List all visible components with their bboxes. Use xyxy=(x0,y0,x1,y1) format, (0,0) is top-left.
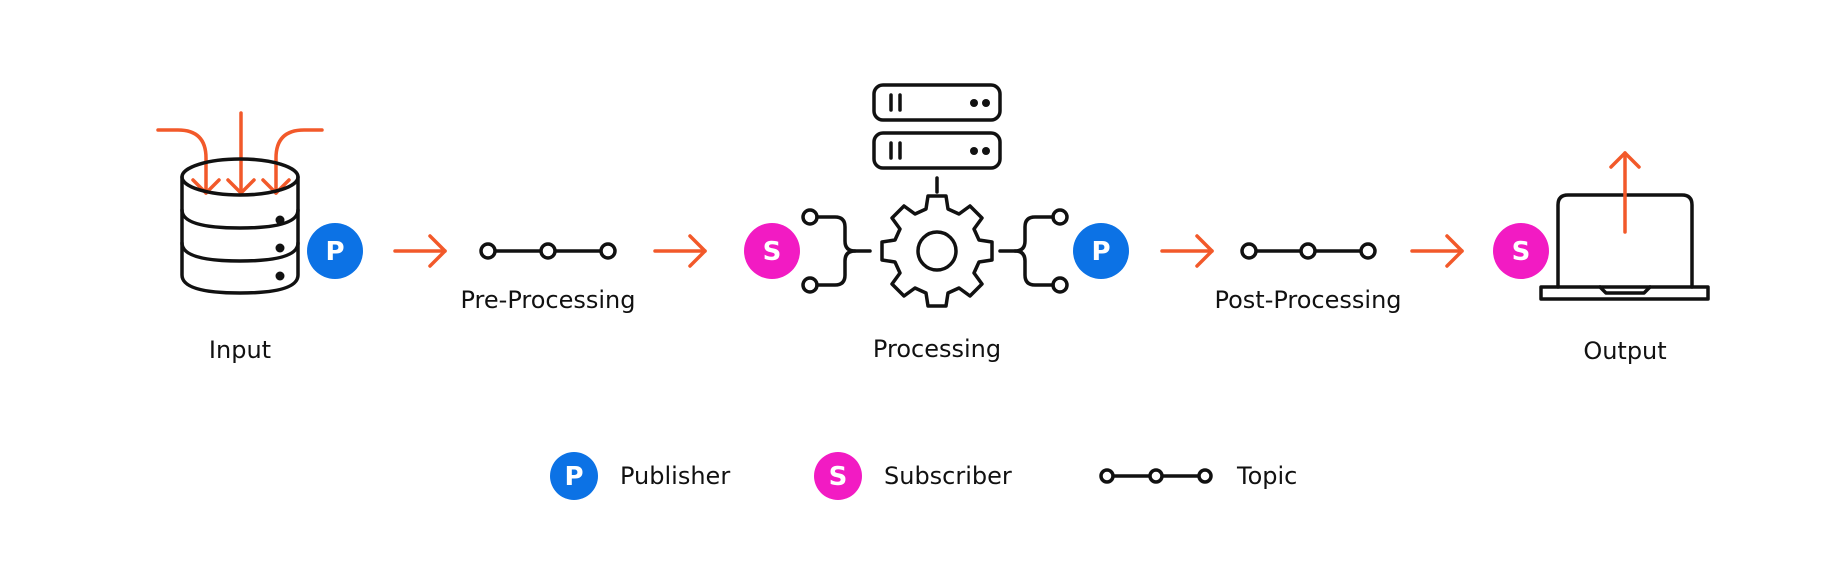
topic-icon xyxy=(1240,242,1377,260)
subscriber-badge-circle xyxy=(744,223,800,279)
legend-topic-label: Topic xyxy=(1236,462,1297,490)
arrow-right-icon xyxy=(653,234,707,268)
publisher-badge-circle xyxy=(307,223,363,279)
input-connector-icon xyxy=(801,208,872,294)
output-stage: S Output xyxy=(1493,151,1710,365)
publisher-badge-letter: P xyxy=(1091,237,1110,267)
input-stage: P Input xyxy=(156,111,363,364)
legend: P Publisher S Subscriber Topic xyxy=(550,452,1297,500)
pre-processing-label: Pre-Processing xyxy=(461,286,636,314)
publisher-badge: P xyxy=(1073,223,1129,279)
output-connector-icon xyxy=(998,208,1069,294)
publisher-badge-letter: P xyxy=(325,237,344,267)
subscriber-badge: S xyxy=(744,223,800,279)
incoming-arrows-icon xyxy=(156,111,324,195)
legend-topic: Topic xyxy=(1099,462,1297,490)
database-icon xyxy=(180,157,300,295)
post-processing-label: Post-Processing xyxy=(1214,286,1401,314)
subscriber-badge-circle xyxy=(814,452,862,500)
input-label: Input xyxy=(209,336,271,364)
legend-subscriber-label: Subscriber xyxy=(884,462,1012,490)
arrow-right-icon xyxy=(1410,234,1464,268)
pre-processing-topic: Pre-Processing xyxy=(461,242,636,314)
subscriber-badge-letter: S xyxy=(829,462,848,492)
arrow-right-icon xyxy=(393,234,447,268)
publisher-badge: P xyxy=(307,223,363,279)
publisher-badge-circle xyxy=(550,452,598,500)
legend-publisher-label: Publisher xyxy=(620,462,730,490)
output-label: Output xyxy=(1583,337,1666,365)
arrow-right-icon xyxy=(1160,234,1214,268)
publisher-badge-letter: P xyxy=(564,462,583,492)
server-icon xyxy=(872,83,1002,194)
upload-arrow-icon xyxy=(1609,151,1641,234)
post-processing-topic: Post-Processing xyxy=(1214,242,1402,314)
subscriber-badge: S xyxy=(1493,223,1549,279)
legend-publisher: P Publisher xyxy=(550,452,730,500)
topic-icon xyxy=(479,242,617,260)
legend-subscriber: S Subscriber xyxy=(814,452,1012,500)
processing-stage: S xyxy=(744,83,1129,363)
subscriber-badge-letter: S xyxy=(763,237,782,267)
processing-label: Processing xyxy=(873,335,1001,363)
topic-icon xyxy=(1099,468,1213,484)
publisher-badge-circle xyxy=(1073,223,1129,279)
subscriber-badge-circle xyxy=(1493,223,1549,279)
gear-icon xyxy=(880,194,994,308)
subscriber-badge-letter: S xyxy=(1512,237,1531,267)
